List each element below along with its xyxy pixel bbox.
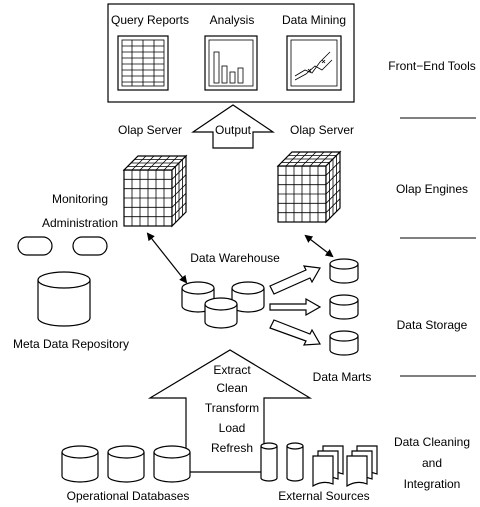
output-arrow bbox=[191, 104, 275, 149]
data-mart-cylinders-icon bbox=[329, 258, 359, 356]
line-chart-icon bbox=[286, 35, 342, 91]
layer-integration-label: Integration bbox=[404, 477, 461, 491]
meta-data-repository-label: Meta Data Repository bbox=[13, 337, 129, 351]
etl-step-refresh: Refresh bbox=[211, 441, 253, 455]
query-reports-label: Query Reports bbox=[111, 13, 189, 27]
etl-step-clean: Clean bbox=[216, 381, 247, 395]
monitoring-tool-icon bbox=[17, 236, 53, 256]
olap-cube-left bbox=[122, 154, 188, 228]
data-marts-label: Data Marts bbox=[313, 370, 372, 384]
administration-tool-icon bbox=[72, 236, 108, 256]
administration-label: Administration bbox=[42, 216, 118, 230]
olap-right-to-marts-arrow bbox=[304, 234, 334, 258]
external-sources-icon bbox=[260, 442, 378, 488]
meta-data-repository-cylinder-icon bbox=[37, 271, 91, 327]
bar-chart-icon bbox=[204, 35, 258, 91]
olap-cube-right bbox=[276, 150, 342, 224]
data-mining-label: Data Mining bbox=[282, 13, 346, 27]
olap-left-to-warehouse-arrow bbox=[146, 232, 188, 284]
layer-front-end-tools-label: Front−End Tools bbox=[388, 59, 476, 73]
etl-step-extract: Extract bbox=[213, 363, 251, 377]
layer-data-storage-label: Data Storage bbox=[397, 318, 468, 332]
external-sources-label: External Sources bbox=[278, 489, 369, 503]
data-warehouse-cylinders-icon bbox=[181, 281, 265, 329]
warehouse-to-marts-arrows bbox=[269, 265, 322, 346]
operational-database-cylinders-icon bbox=[61, 445, 191, 483]
data-warehouse-label: Data Warehouse bbox=[190, 251, 280, 265]
layer-data-cleaning-label: Data Cleaning bbox=[394, 435, 470, 449]
monitoring-label: Monitoring bbox=[52, 192, 108, 206]
layer-and-label: and bbox=[422, 456, 442, 470]
operational-databases-label: Operational Databases bbox=[67, 489, 190, 503]
olap-server-left-label: Olap Server bbox=[118, 123, 182, 137]
layer-olap-engines-label: Olap Engines bbox=[396, 182, 468, 196]
etl-step-transform: Transform bbox=[205, 401, 259, 415]
olap-server-right-label: Olap Server bbox=[290, 123, 354, 137]
table-icon bbox=[117, 35, 169, 91]
analysis-label: Analysis bbox=[210, 13, 255, 27]
output-label: Output bbox=[215, 123, 252, 137]
etl-step-load: Load bbox=[219, 421, 246, 435]
